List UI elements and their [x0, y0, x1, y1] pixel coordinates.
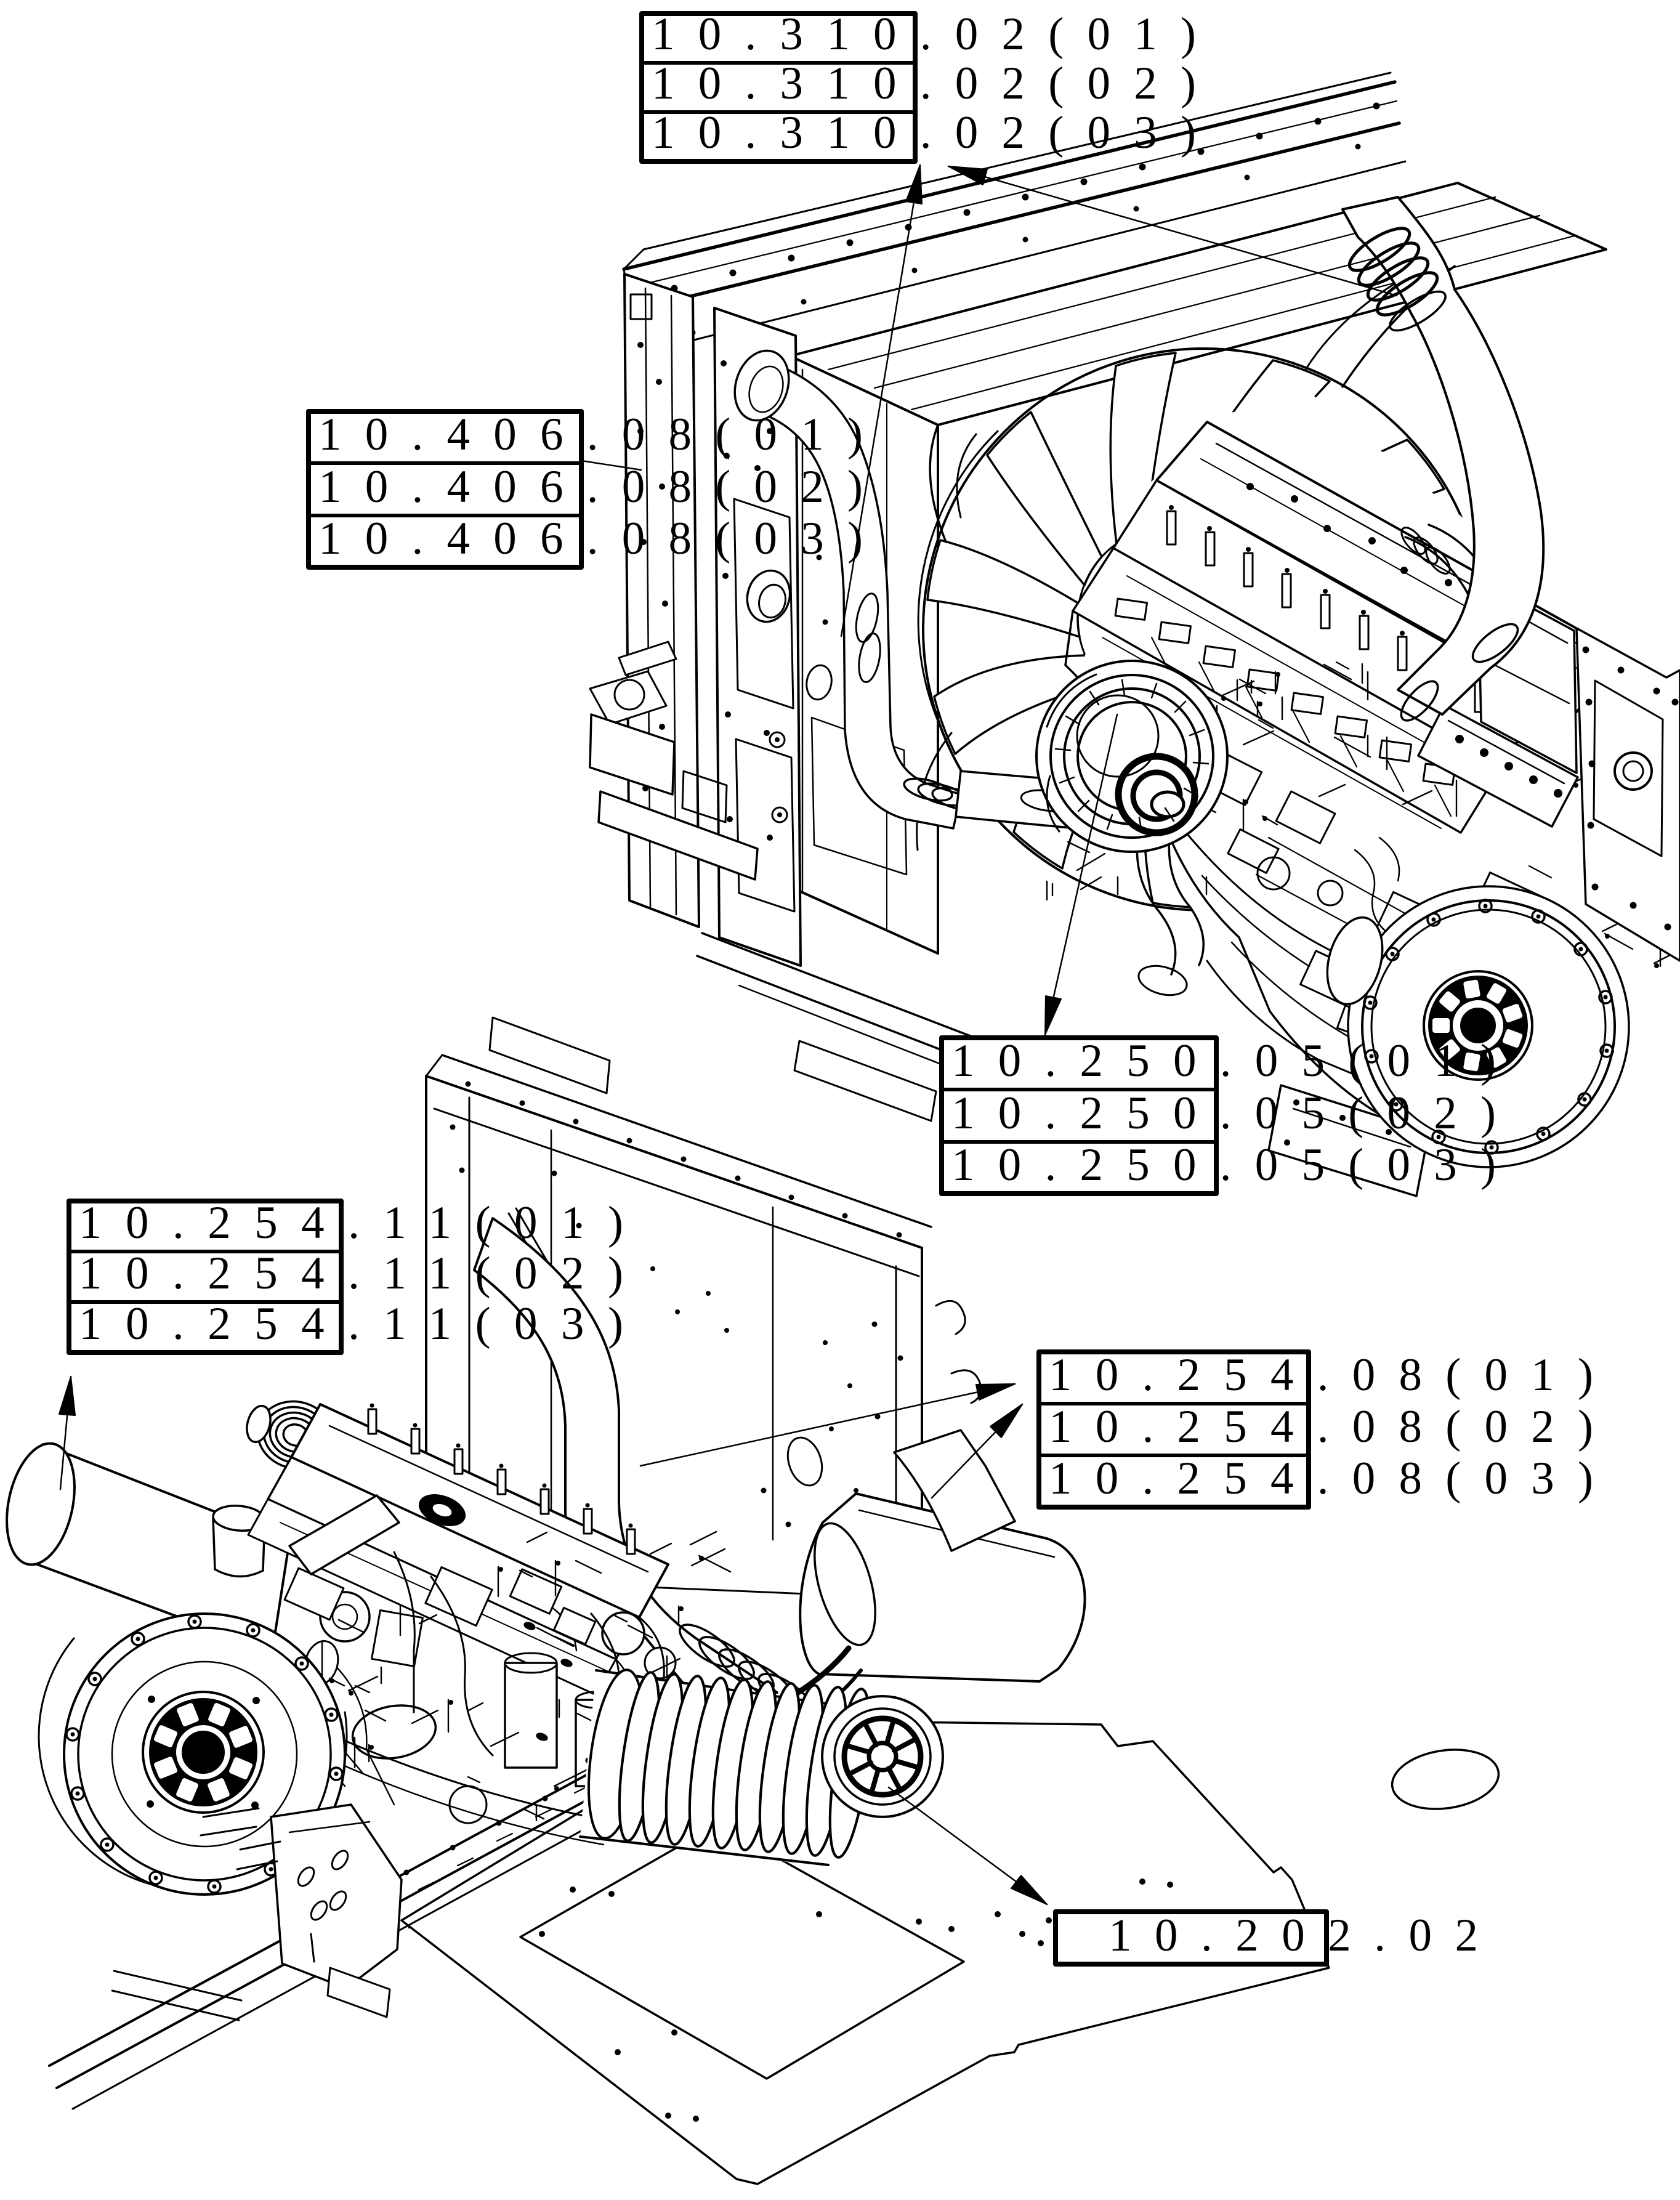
svg-text:10.202.02: 10.202.02: [1109, 1910, 1478, 1961]
